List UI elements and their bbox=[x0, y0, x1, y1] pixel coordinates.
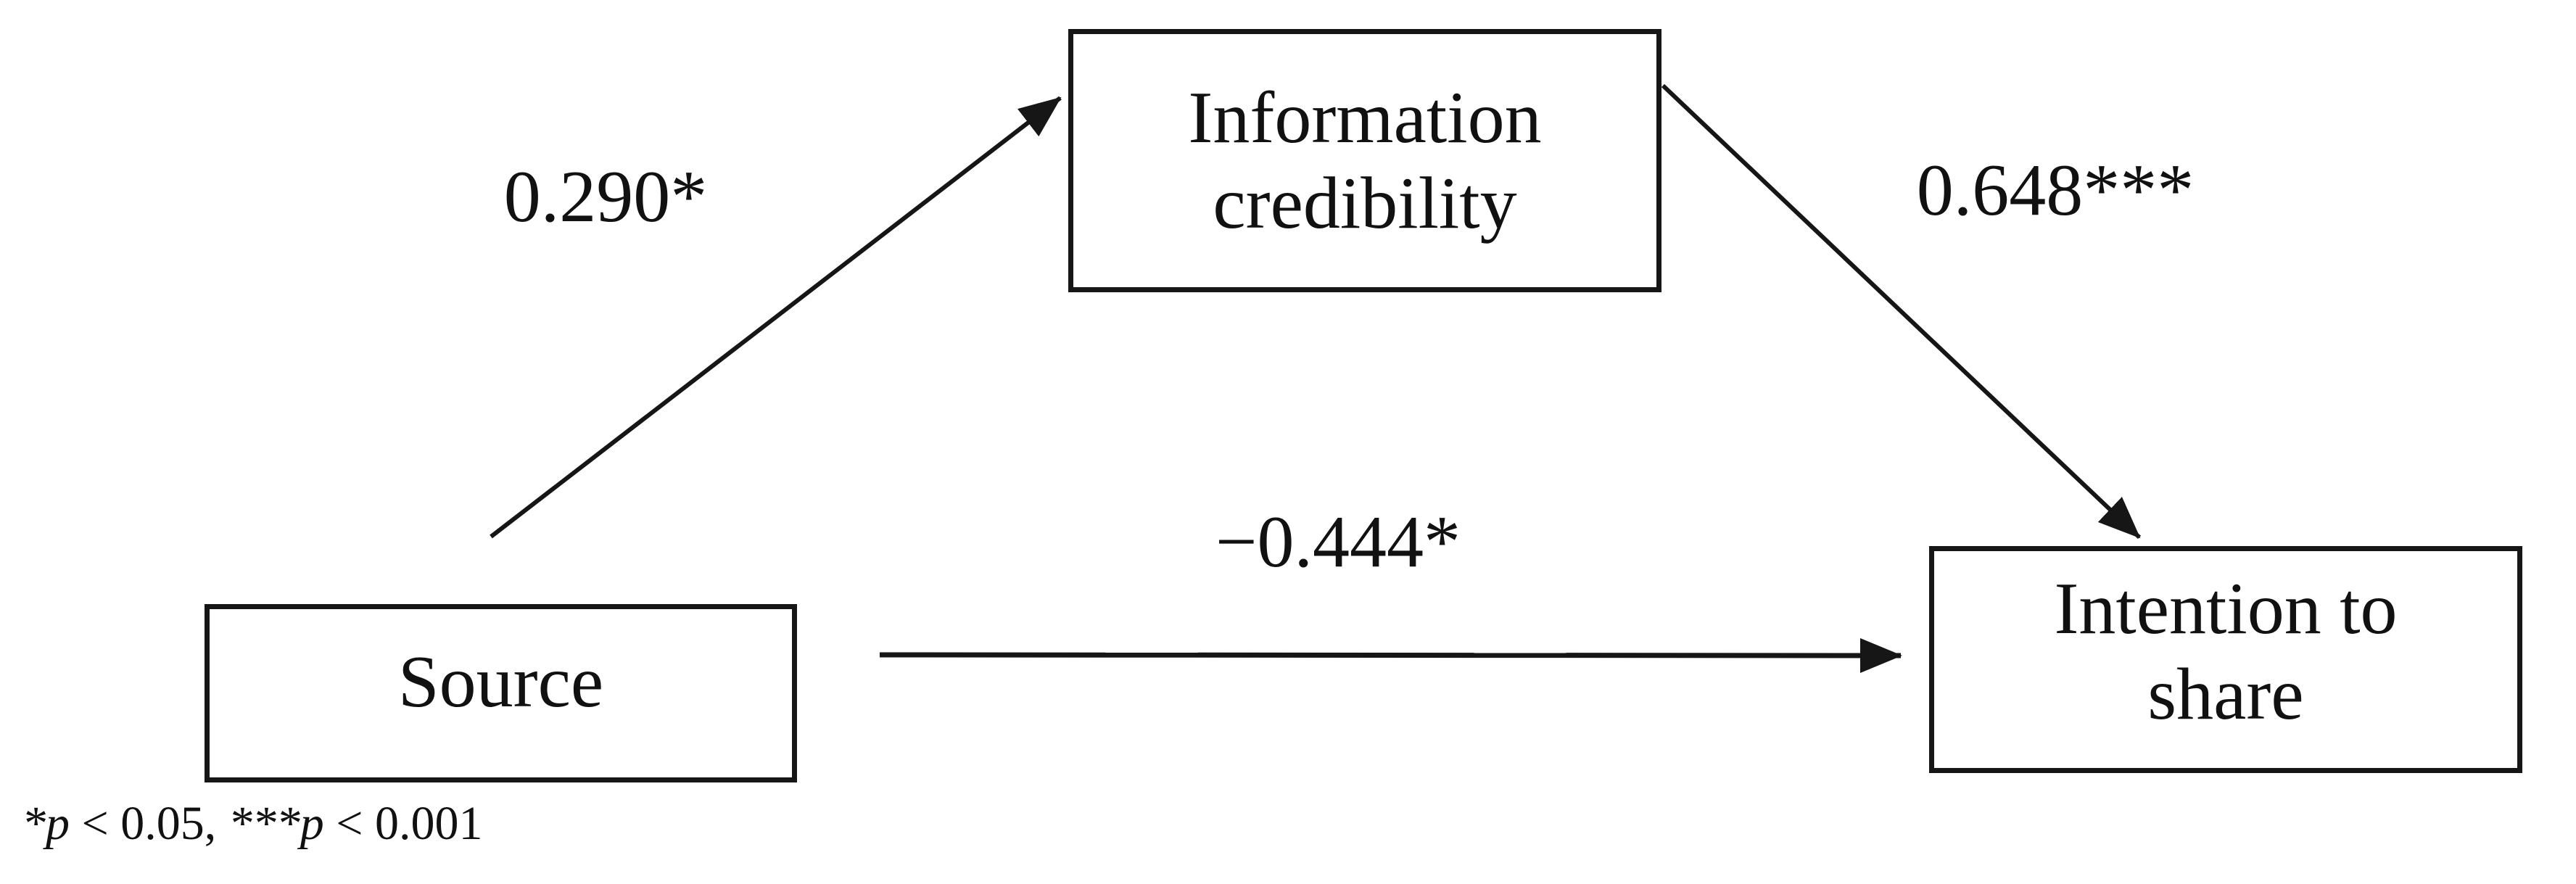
dependent-box: Intention to share bbox=[1929, 546, 2522, 773]
mediator-box: Information credibility bbox=[1068, 29, 1661, 292]
arrow-source-to-dependent bbox=[879, 637, 1902, 673]
mediator-label-line2: credibility bbox=[1213, 162, 1517, 244]
arrow-mediator-to-dependent bbox=[1661, 83, 2142, 540]
coefficient-source-to-mediator: 0.290* bbox=[503, 156, 708, 238]
footnote-sig2-symbol: ***p bbox=[228, 797, 324, 850]
independent-box: Source bbox=[205, 604, 797, 782]
footnote-sig2-rest: < 0.001 bbox=[323, 797, 483, 850]
dependent-label-line1: Intention to bbox=[2054, 567, 2398, 650]
coefficient-source-to-dependent: −0.444* bbox=[1215, 501, 1461, 583]
independent-label: Source bbox=[397, 641, 604, 723]
arrow-source-to-mediator bbox=[490, 96, 1062, 539]
significance-footnote: *p < 0.05, ***p < 0.001 bbox=[22, 795, 482, 853]
dependent-label-line2: share bbox=[2147, 653, 2304, 735]
mediator-label-line1: Information bbox=[1188, 76, 1542, 159]
footnote-sig1-symbol: *p bbox=[22, 797, 70, 850]
footnote-sig1-rest: < 0.05, bbox=[70, 797, 228, 850]
coefficient-mediator-to-dependent: 0.648*** bbox=[1916, 149, 2195, 231]
